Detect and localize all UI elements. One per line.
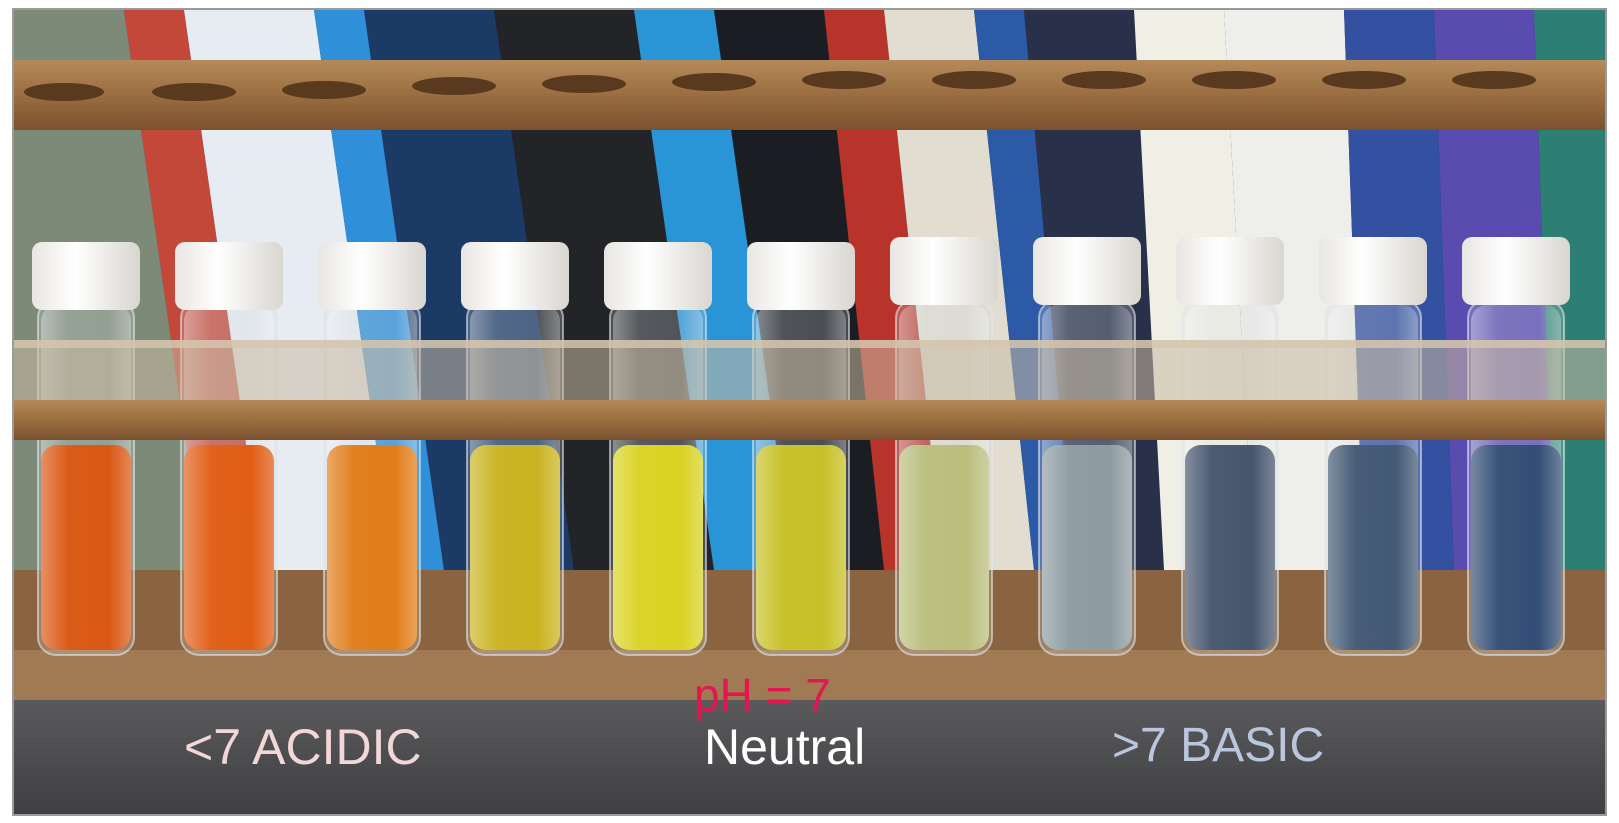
photo-frame: <7 ACIDIC pH = 7 Neutral >7 BASIC — [12, 8, 1607, 816]
vial — [318, 242, 426, 656]
vial — [32, 242, 140, 656]
basic-label: >7 BASIC — [1112, 719, 1325, 772]
vial-cap — [32, 242, 140, 310]
vial-cap — [461, 242, 569, 310]
vial — [890, 237, 998, 656]
vials-photo — [14, 10, 1605, 814]
vial-cap — [1319, 237, 1427, 305]
acidic-label: <7 ACIDIC — [184, 719, 422, 775]
vial — [1176, 237, 1284, 656]
rack-middle-bar — [14, 340, 1605, 440]
vial-cap — [1033, 237, 1141, 305]
vial — [175, 242, 283, 656]
vial-cap — [747, 242, 855, 310]
neutral-label: Neutral — [704, 719, 866, 775]
vials-group — [32, 237, 1570, 656]
vial-cap — [890, 237, 998, 305]
rack-base-front — [14, 650, 1605, 700]
vial-cap — [175, 242, 283, 310]
vial — [604, 242, 712, 656]
floor — [14, 700, 1605, 814]
vial-cap — [1176, 237, 1284, 305]
vial-cap — [318, 242, 426, 310]
vial — [747, 242, 855, 656]
ph-label: pH = 7 — [694, 669, 831, 721]
vial-cap — [604, 242, 712, 310]
vial — [1319, 237, 1427, 656]
vial-cap — [1462, 237, 1570, 305]
vial — [1462, 237, 1570, 656]
vial — [1033, 237, 1141, 656]
rack-top-bar — [14, 60, 1605, 130]
vial — [461, 242, 569, 656]
